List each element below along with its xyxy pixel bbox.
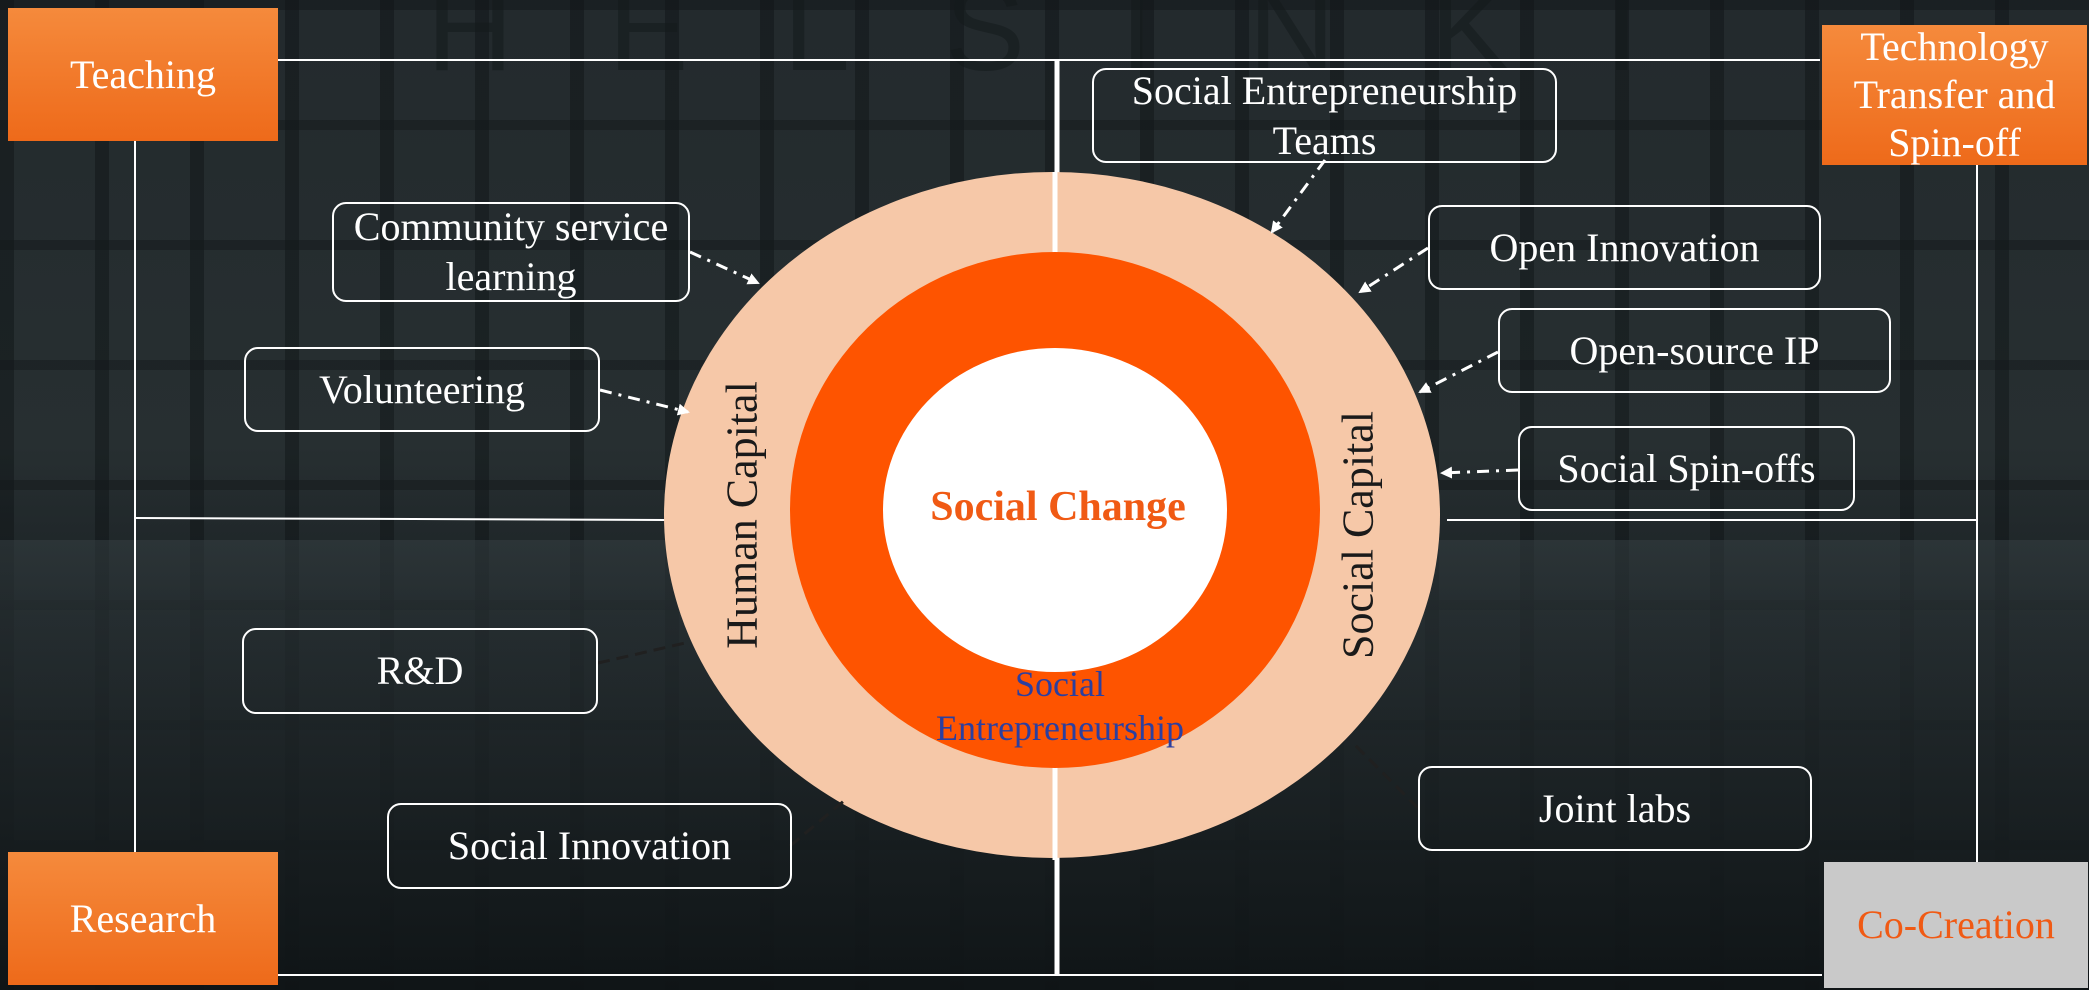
joint-labs-label: Joint labs <box>1538 785 1692 831</box>
arrow-joint-labs <box>1353 743 1420 810</box>
open-source-label: Open-source IP <box>1569 327 1820 373</box>
human-capital-label: Human Capital <box>717 381 767 649</box>
volunteering-box: Volunteering <box>244 347 600 432</box>
open-innovation-box: Open Innovation <box>1428 205 1821 290</box>
arrow-se-teams <box>1270 159 1327 234</box>
social-change-label: Social Change <box>930 484 1186 530</box>
arrow-open-innovation <box>1358 246 1429 294</box>
cocreation-label: Co-Creation <box>1857 902 2055 947</box>
technology-transfer-label: Technology Transfer and Spin-off <box>1853 24 2056 165</box>
background-watermark: HELSINKI <box>426 0 1734 96</box>
arrow-social-innovation <box>789 798 846 848</box>
se-teams-box: Social Entrepreneurship Teams <box>1092 68 1557 163</box>
social-spinoffs-box: Social Spin-offs <box>1518 426 1855 511</box>
teaching-box: Teaching <box>8 8 278 141</box>
open-source-box: Open-source IP <box>1498 308 1891 393</box>
research-label: Research <box>69 895 217 941</box>
community-service-box: Community service learning <box>332 202 690 302</box>
joint-labs-box: Joint labs <box>1418 766 1812 851</box>
rnd-box: R&D <box>242 628 598 714</box>
social-spinoffs-label: Social Spin-offs <box>1557 445 1816 491</box>
center-circle <box>883 348 1227 672</box>
se-teams-label: Social Entrepreneurship Teams <box>1131 67 1518 163</box>
arrow-rnd <box>597 641 686 665</box>
arrow-volunteering <box>599 388 690 416</box>
arrows <box>599 159 1519 479</box>
arrow-open-source <box>1418 350 1499 394</box>
volunteering-label: Volunteering <box>319 366 525 412</box>
dark-arrows <box>597 641 1420 848</box>
open-innovation-label: Open Innovation <box>1489 224 1760 270</box>
community-service-label: Community service learning <box>353 204 669 299</box>
cocreation-box: Co-Creation <box>1824 862 2088 988</box>
left-horizontal-line <box>134 517 666 521</box>
social-innovation-label: Social Innovation <box>447 823 732 868</box>
social-capital-label: Social Capital <box>1333 410 1383 660</box>
technology-transfer-box: Technology Transfer and Spin-off <box>1822 24 2087 165</box>
teaching-label: Teaching <box>69 51 216 97</box>
frame-lines <box>134 59 1978 976</box>
research-box: Research <box>8 852 278 985</box>
social-innovation-box: Social Innovation <box>387 803 792 889</box>
arrow-spinoffs <box>1440 466 1519 479</box>
social-entrepreneurship-label: Social Entrepreneurship <box>936 664 1184 748</box>
arrow-community <box>689 250 760 285</box>
rnd-label: R&D <box>376 648 464 693</box>
